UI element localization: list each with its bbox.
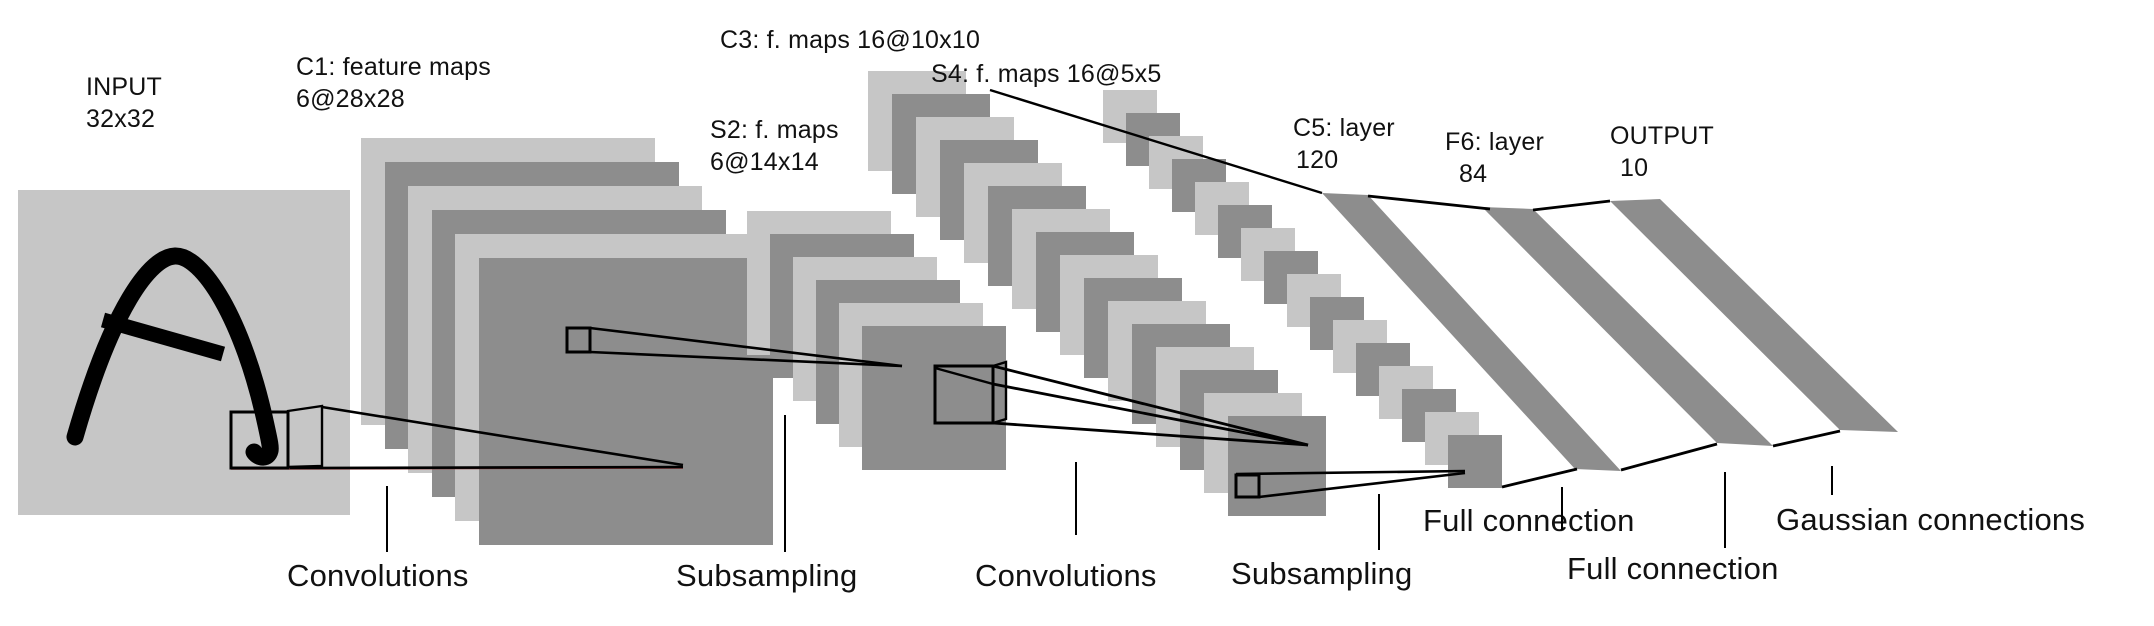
c1-s2-line-bottom	[589, 350, 903, 368]
s4-label-c5-line	[989, 88, 1323, 195]
s2-receptive-box-side	[992, 360, 1008, 425]
c5-label-2: 120	[1296, 146, 1339, 174]
input-c1-line-top	[321, 405, 684, 467]
full-connection-1: Full connection	[1423, 503, 1635, 538]
c1-feature-maps-6	[479, 258, 773, 545]
full-connection-2: Full connection	[1567, 551, 1779, 586]
s4-label-1: S4: f. maps 16@5x5	[931, 60, 1162, 88]
c3-s4-line-bottom	[1258, 471, 1466, 499]
s4-feature-maps-16	[1448, 435, 1502, 488]
c5-bar	[1322, 193, 1621, 471]
output-bar	[1610, 199, 1898, 432]
f6-output-bottom-line	[1772, 429, 1841, 448]
s2-box-diagonal	[934, 366, 994, 386]
convolutions-2: Convolutions	[975, 558, 1157, 593]
s2-label-1: S2: f. maps	[710, 116, 839, 144]
s2-receptive-box	[933, 364, 995, 425]
c3-s4-line-top	[1235, 469, 1466, 476]
c5-f6-top-line	[1367, 194, 1491, 211]
s2-c3-line-2	[992, 382, 1309, 447]
c3-label-1: C3: f. maps 16@10x10	[720, 26, 981, 54]
f6-label-1: F6: layer	[1445, 128, 1545, 156]
input-label-2: 32x32	[86, 105, 156, 133]
f6-label-2: 84	[1459, 160, 1488, 188]
letter-a-crossbar	[100, 312, 226, 362]
input-c1-line-bottom	[289, 465, 684, 470]
c5-label-1: C5: layer	[1293, 114, 1395, 142]
s2-label-2: 6@14x14	[710, 148, 819, 176]
convolutions-1: Convolutions	[287, 558, 469, 593]
c1-label-2: 6@28x28	[296, 85, 405, 113]
subsampling-2: Subsampling	[1231, 556, 1413, 591]
c5-f6-bottom-line	[1620, 442, 1718, 472]
f6-output-top-line	[1532, 199, 1611, 212]
input-image	[18, 190, 350, 515]
c3-receptive-box	[1234, 473, 1261, 499]
subsampling-1: Subsampling	[676, 558, 858, 593]
c1-s2-line-top	[589, 326, 903, 368]
c1-receptive-box	[565, 326, 592, 354]
c1-label-1: C1: feature maps	[296, 53, 491, 81]
f6-bar	[1482, 207, 1773, 446]
output-label-1: OUTPUT	[1610, 122, 1714, 150]
letter-a-arch	[66, 247, 279, 466]
s2-c3-line-1	[992, 364, 1309, 447]
gaussian-connections: Gaussian connections	[1776, 502, 2086, 537]
s4-c5-line	[1501, 467, 1578, 489]
output-label-2: 10	[1620, 154, 1649, 182]
input-receptive-box-side	[286, 404, 324, 469]
input-label-1: INPUT	[86, 73, 162, 101]
s2-c3-line-3	[992, 421, 1309, 447]
